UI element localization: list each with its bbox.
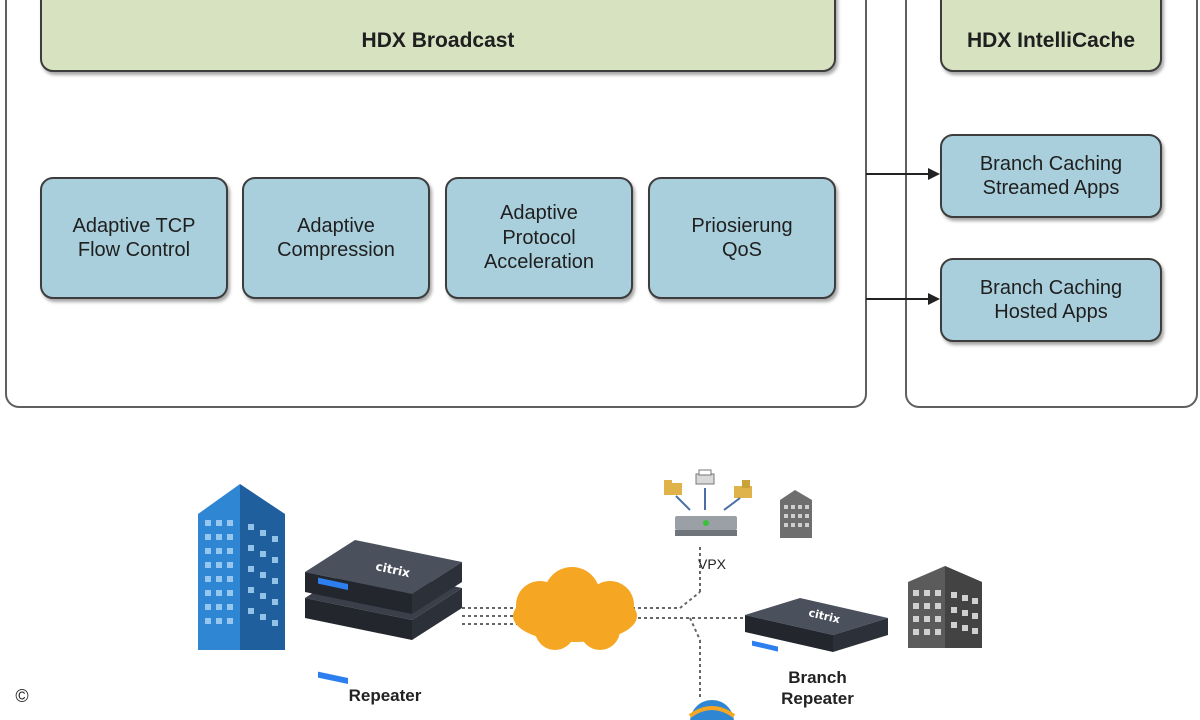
module-adaptive-compression: Adaptive Compression	[242, 177, 430, 299]
hdx-intellicache-box: HDX IntelliCache	[940, 0, 1162, 72]
printer-icon	[695, 469, 715, 485]
branch-repeater-label: Branch Repeater	[760, 667, 875, 710]
branch-repeater-device-icon: citrix	[745, 598, 888, 652]
arrow-to-streamed	[866, 173, 928, 175]
cloud-icon	[513, 567, 637, 650]
arrow-head-hosted	[928, 293, 940, 305]
module-streamed-line2: Streamed Apps	[982, 177, 1120, 199]
module-priosierung-qos: Priosierung QoS	[648, 177, 836, 299]
module-qos-line1: Priosierung	[691, 214, 793, 237]
arrow-secure-vpx	[723, 497, 741, 511]
vpx-appliance-icon	[675, 516, 737, 536]
link-hub-up	[679, 591, 701, 609]
module-adaptive-protocol-acceleration: Adaptive Protocol Acceleration	[445, 177, 633, 299]
module-apa-line3: Acceleration	[483, 251, 595, 274]
hdx-broadcast-box: HDX Broadcast	[40, 0, 836, 72]
copyright-symbol: ©	[15, 686, 29, 706]
module-branch-caching-streamed: Branch Caching Streamed Apps	[940, 134, 1162, 218]
branch-repeater-label-line1: Branch	[788, 668, 847, 687]
module-adaptive-tcp-line1: Adaptive TCP	[72, 214, 196, 237]
module-apa-line2: Protocol	[502, 226, 576, 249]
headquarters-building-icon	[198, 484, 285, 650]
module-adaptive-tcp: Adaptive TCP Flow Control	[40, 177, 228, 299]
module-qos-line2: QoS	[721, 239, 762, 261]
folder-icon	[664, 480, 682, 495]
module-adaptive-compression-line2: Compression	[277, 239, 395, 261]
module-hosted-line1: Branch Caching	[979, 276, 1123, 299]
repeater-label: Repeater	[348, 686, 422, 705]
vpx-label: VPX	[698, 556, 727, 572]
branch-office-building-icon	[908, 566, 982, 648]
hdx-broadcast-title: HDX Broadcast	[361, 29, 515, 53]
link-hub-down	[689, 617, 701, 641]
module-adaptive-compression-line1: Adaptive	[297, 214, 375, 237]
module-branch-caching-hosted: Branch Caching Hosted Apps	[940, 258, 1162, 342]
module-apa-line1: Adaptive	[500, 202, 578, 225]
internet-globe-icon	[688, 700, 736, 720]
module-hosted-line2: Hosted Apps	[994, 301, 1108, 323]
branch-repeater-label-line2: Repeater	[781, 689, 854, 709]
module-adaptive-tcp-line2: Flow Control	[77, 239, 191, 261]
repeater-device-icon: citrix	[305, 540, 462, 684]
secure-folder-icon	[734, 480, 752, 498]
arrow-folder-vpx	[675, 495, 691, 511]
hdx-intellicache-title: HDX IntelliCache	[966, 29, 1136, 53]
arrow-to-hosted	[866, 298, 928, 300]
module-streamed-line1: Branch Caching	[979, 152, 1123, 175]
branch-office-small-building-icon	[780, 490, 812, 538]
arrow-head-streamed	[928, 168, 940, 180]
